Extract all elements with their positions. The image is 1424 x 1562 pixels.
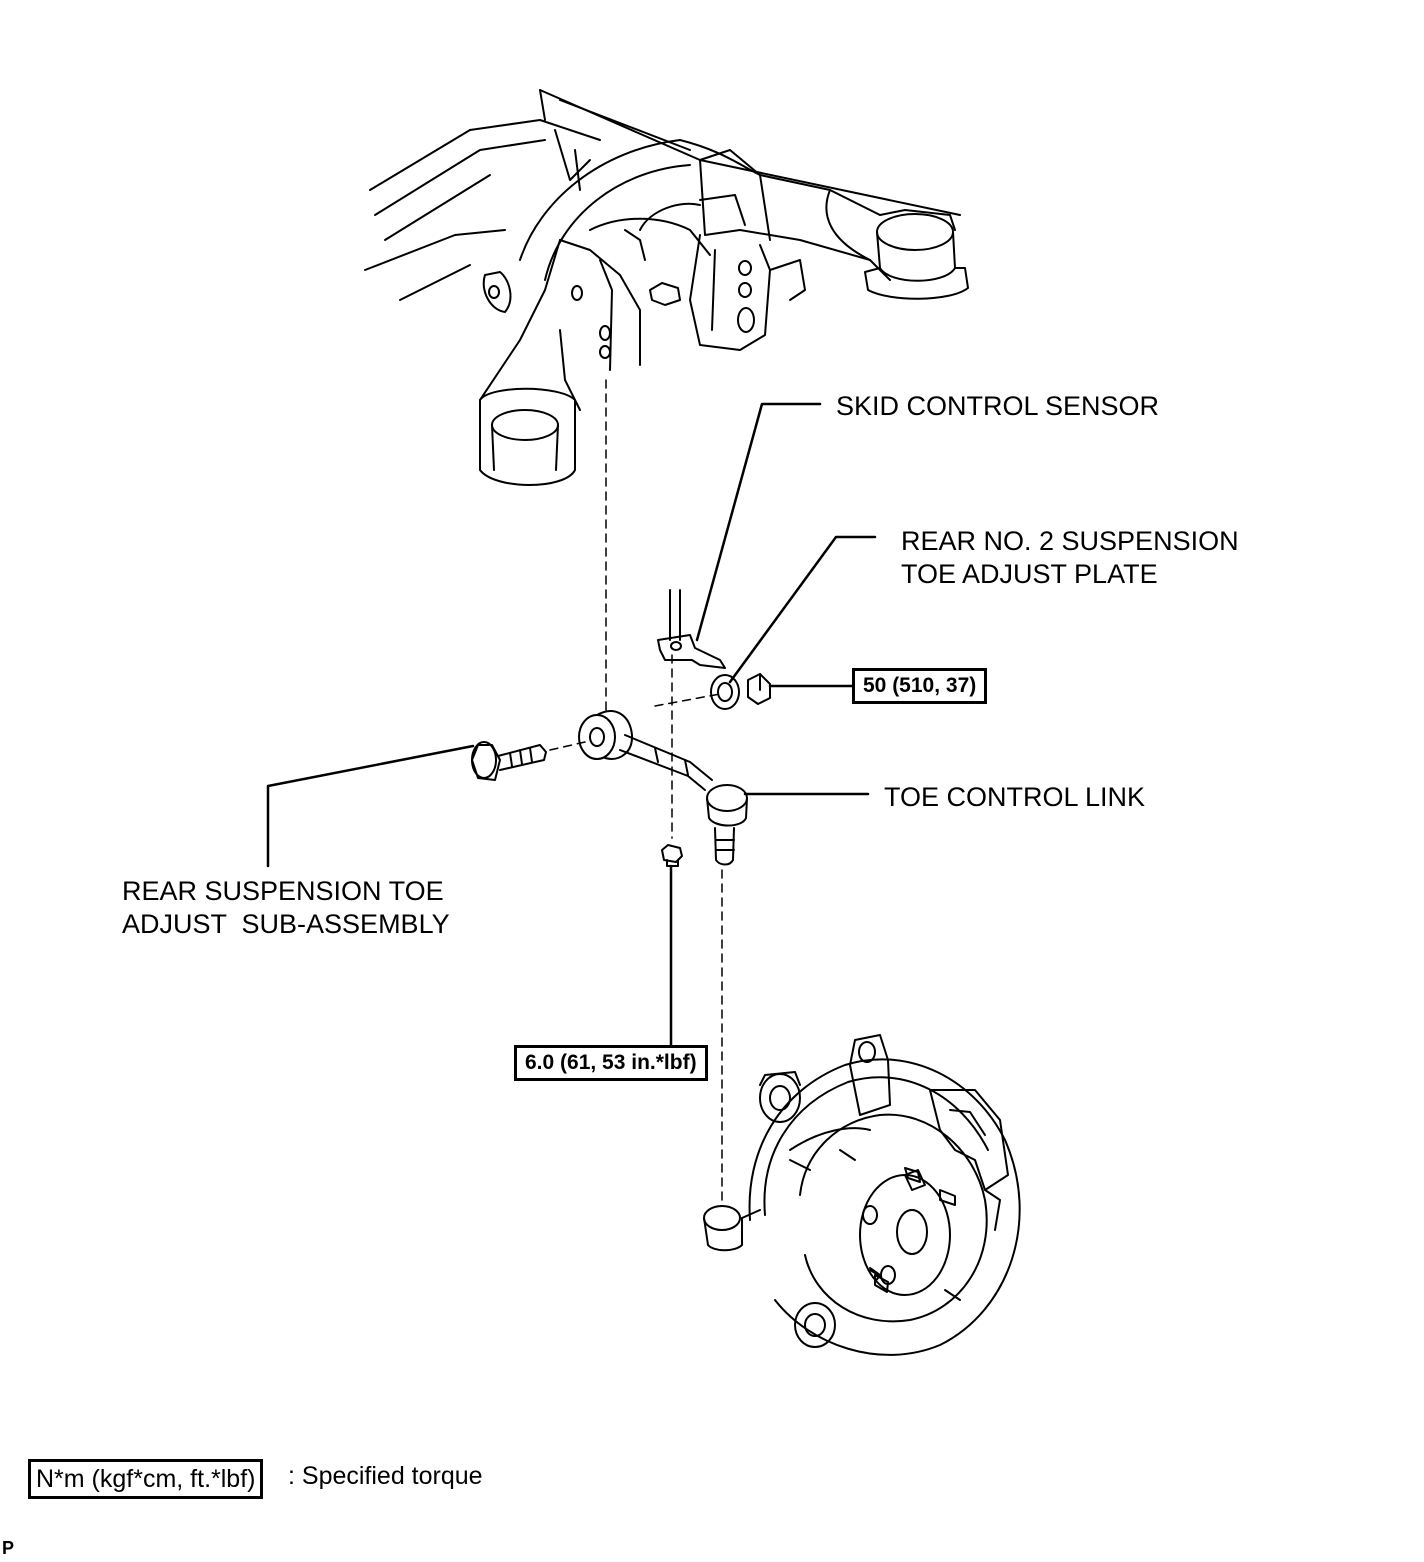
skid-control-sensor [657,589,726,669]
toe-adjust-subassembly-label-line1: REAR SUSPENSION TOE [122,876,444,906]
skid-control-sensor-label: SKID CONTROL SENSOR [836,391,1160,421]
rear-axle-carrier [703,1034,1021,1356]
toe-adjust-plate-label-line1: REAR NO. 2 SUSPENSION [901,526,1239,556]
toe-adjust-sub-assembly-bolt [471,741,547,781]
toe-adjust-subassembly-label-line2: ADJUST SUB-ASSEMBLY [122,909,450,939]
nut-torque-spec: 50 (510, 37) [852,668,988,704]
torque-legend-description: : Specified torque [288,1462,483,1490]
toe-control-link-label: TOE CONTROL LINK [884,782,1146,812]
leader-lines [266,402,877,1047]
toe-adjust-plate-and-nut [710,673,771,710]
toe-control-link [578,710,748,866]
bolt-torque-spec: 6.0 (61, 53 in.*lbf) [514,1045,708,1081]
corner-mark: P [2,1538,15,1558]
sensor-bolt [661,844,683,867]
toe-adjust-plate-label-line2: TOE ADJUST PLATE [901,559,1158,589]
torque-legend-box: N*m (kgf*cm, ft.*lbf) [28,1459,264,1499]
rear-suspension-member [364,89,969,486]
